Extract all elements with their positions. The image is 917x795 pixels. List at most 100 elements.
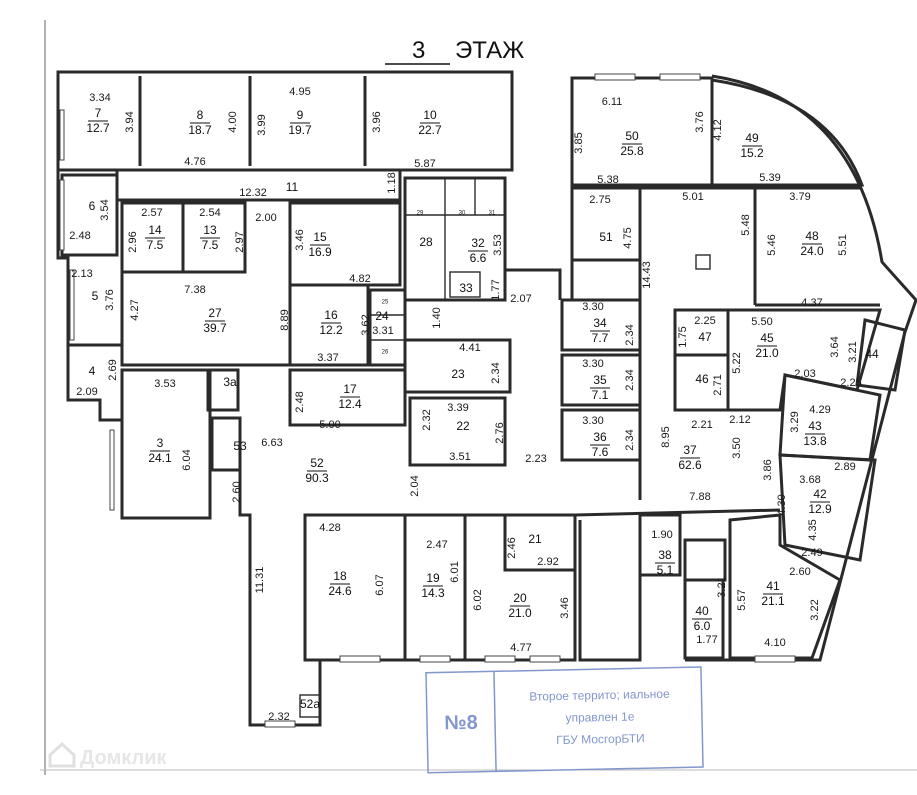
dimension-label: 2.92: [537, 556, 558, 568]
room-label: 22: [456, 419, 470, 433]
room-label: 6: [89, 199, 96, 213]
room-label: 3а: [223, 375, 237, 389]
dimension-label: 4.00: [227, 111, 239, 132]
room-area: 7.1: [592, 388, 609, 402]
room-number: 46: [695, 372, 709, 386]
watermark-text: Домклик: [80, 747, 167, 769]
dimension-label: 4.10: [764, 637, 785, 649]
dimension-label: 2.32: [268, 711, 289, 723]
room-area: 6.6: [470, 251, 487, 265]
room-label: 21: [528, 532, 542, 546]
dimension-label: 1.18: [386, 172, 398, 193]
dimension-label: 3.30: [582, 301, 603, 313]
room-number: 43: [808, 419, 822, 433]
dimension-label: 2.34: [490, 362, 502, 383]
dimension-label: 4.30: [776, 494, 788, 515]
room-number: 27: [208, 306, 222, 320]
room-number: 13: [203, 223, 217, 237]
dimension-label: 6.04: [181, 449, 193, 470]
floor-word: ЭТАЖ: [455, 37, 524, 64]
bti-stamp: №8 Второе террито; иальное управлен 1е Г…: [425, 666, 704, 774]
dimension-label: 6.63: [261, 437, 282, 449]
dimension-label: 2.96: [127, 231, 139, 252]
stamp-divider: [493, 671, 497, 772]
room-number: 35: [593, 373, 607, 387]
dimension-label: 4.27: [129, 299, 141, 320]
room-label: 24: [375, 309, 389, 323]
room-number: 16: [324, 308, 338, 322]
room-number: 53: [233, 439, 247, 453]
dimension-label: 5.39: [759, 172, 780, 184]
dimension-label: 4.77: [510, 642, 531, 654]
room-area: 14.3: [421, 586, 445, 600]
room-area: 25.8: [620, 144, 644, 158]
room-label: 53: [233, 439, 247, 453]
stamp-line-1: Второе террито; иальное: [529, 687, 670, 704]
dimension-label: 5.50: [751, 316, 772, 328]
home-icon: [48, 741, 76, 768]
dimension-label: 3.85: [573, 132, 585, 153]
dimension-label: 2.34: [624, 429, 636, 450]
dimension-label: 5.87: [414, 158, 435, 170]
room-number: 20: [513, 591, 527, 605]
room-area: 7.5: [202, 238, 219, 252]
dimension-label: 3.50: [731, 437, 743, 458]
room-area: 21.0: [508, 606, 532, 620]
dimension-label: 3.54: [99, 199, 111, 220]
dimension-label: 3.86: [762, 459, 774, 480]
room-number: 22: [456, 419, 470, 433]
room-number: 3: [157, 436, 164, 450]
dimension-label: 3.94: [124, 111, 136, 132]
room-number: 18: [333, 569, 347, 583]
room-area: 24.6: [328, 584, 352, 598]
dimension-label: 3.68: [799, 474, 820, 486]
dimension-label: 5.22: [731, 352, 743, 373]
dimension-label: 2.34: [624, 324, 636, 345]
dimension-label: 4.29: [809, 404, 830, 416]
dimension-label: 3.37: [317, 352, 338, 364]
dimension-label: 3.21: [847, 341, 859, 362]
dimension-label: 6.01: [449, 561, 461, 582]
dimension-label: 5.38: [597, 174, 618, 186]
room-number: 6: [89, 199, 96, 213]
room-number: 51: [599, 230, 613, 244]
room-number: 23: [451, 367, 465, 381]
room-area: 6.0: [694, 619, 711, 633]
dimension-label: 2.49: [801, 547, 822, 559]
small-room-number: 25: [382, 300, 389, 306]
dimension-label: 2.23: [525, 453, 546, 465]
room-number: 7: [95, 106, 102, 120]
dimension-label: 4.76: [184, 156, 205, 168]
room-area: 13.8: [803, 434, 827, 448]
watermark: Домклик: [48, 741, 167, 769]
room-label: 137.5: [200, 223, 220, 252]
room-number: 4: [89, 364, 96, 378]
dimension-label: 1.77: [696, 634, 717, 646]
room-label: 818.7: [188, 108, 212, 137]
room-number: 3а: [223, 375, 237, 389]
room-number: 28: [419, 235, 433, 249]
room-label: 52а: [300, 697, 320, 711]
dimension-label: 2.48: [294, 391, 306, 412]
dimension-label: 3.30: [582, 358, 603, 370]
room-label: 147.5: [145, 223, 165, 252]
room-number: 11: [286, 180, 299, 194]
room-label: 919.7: [288, 108, 312, 137]
dimension-label: 2.12: [729, 414, 750, 426]
room-label: 385.1: [655, 548, 675, 577]
room-number: 52а: [300, 697, 320, 711]
dimension-label: 6.11: [602, 96, 623, 108]
stamp-line-3: ГБУ МосгорБТИ: [556, 731, 645, 747]
room-label: 326.6: [468, 236, 488, 265]
dimension-label: 2.25: [694, 315, 715, 327]
dimension-label: 2.47: [426, 539, 447, 551]
stamp-border: [425, 666, 704, 774]
